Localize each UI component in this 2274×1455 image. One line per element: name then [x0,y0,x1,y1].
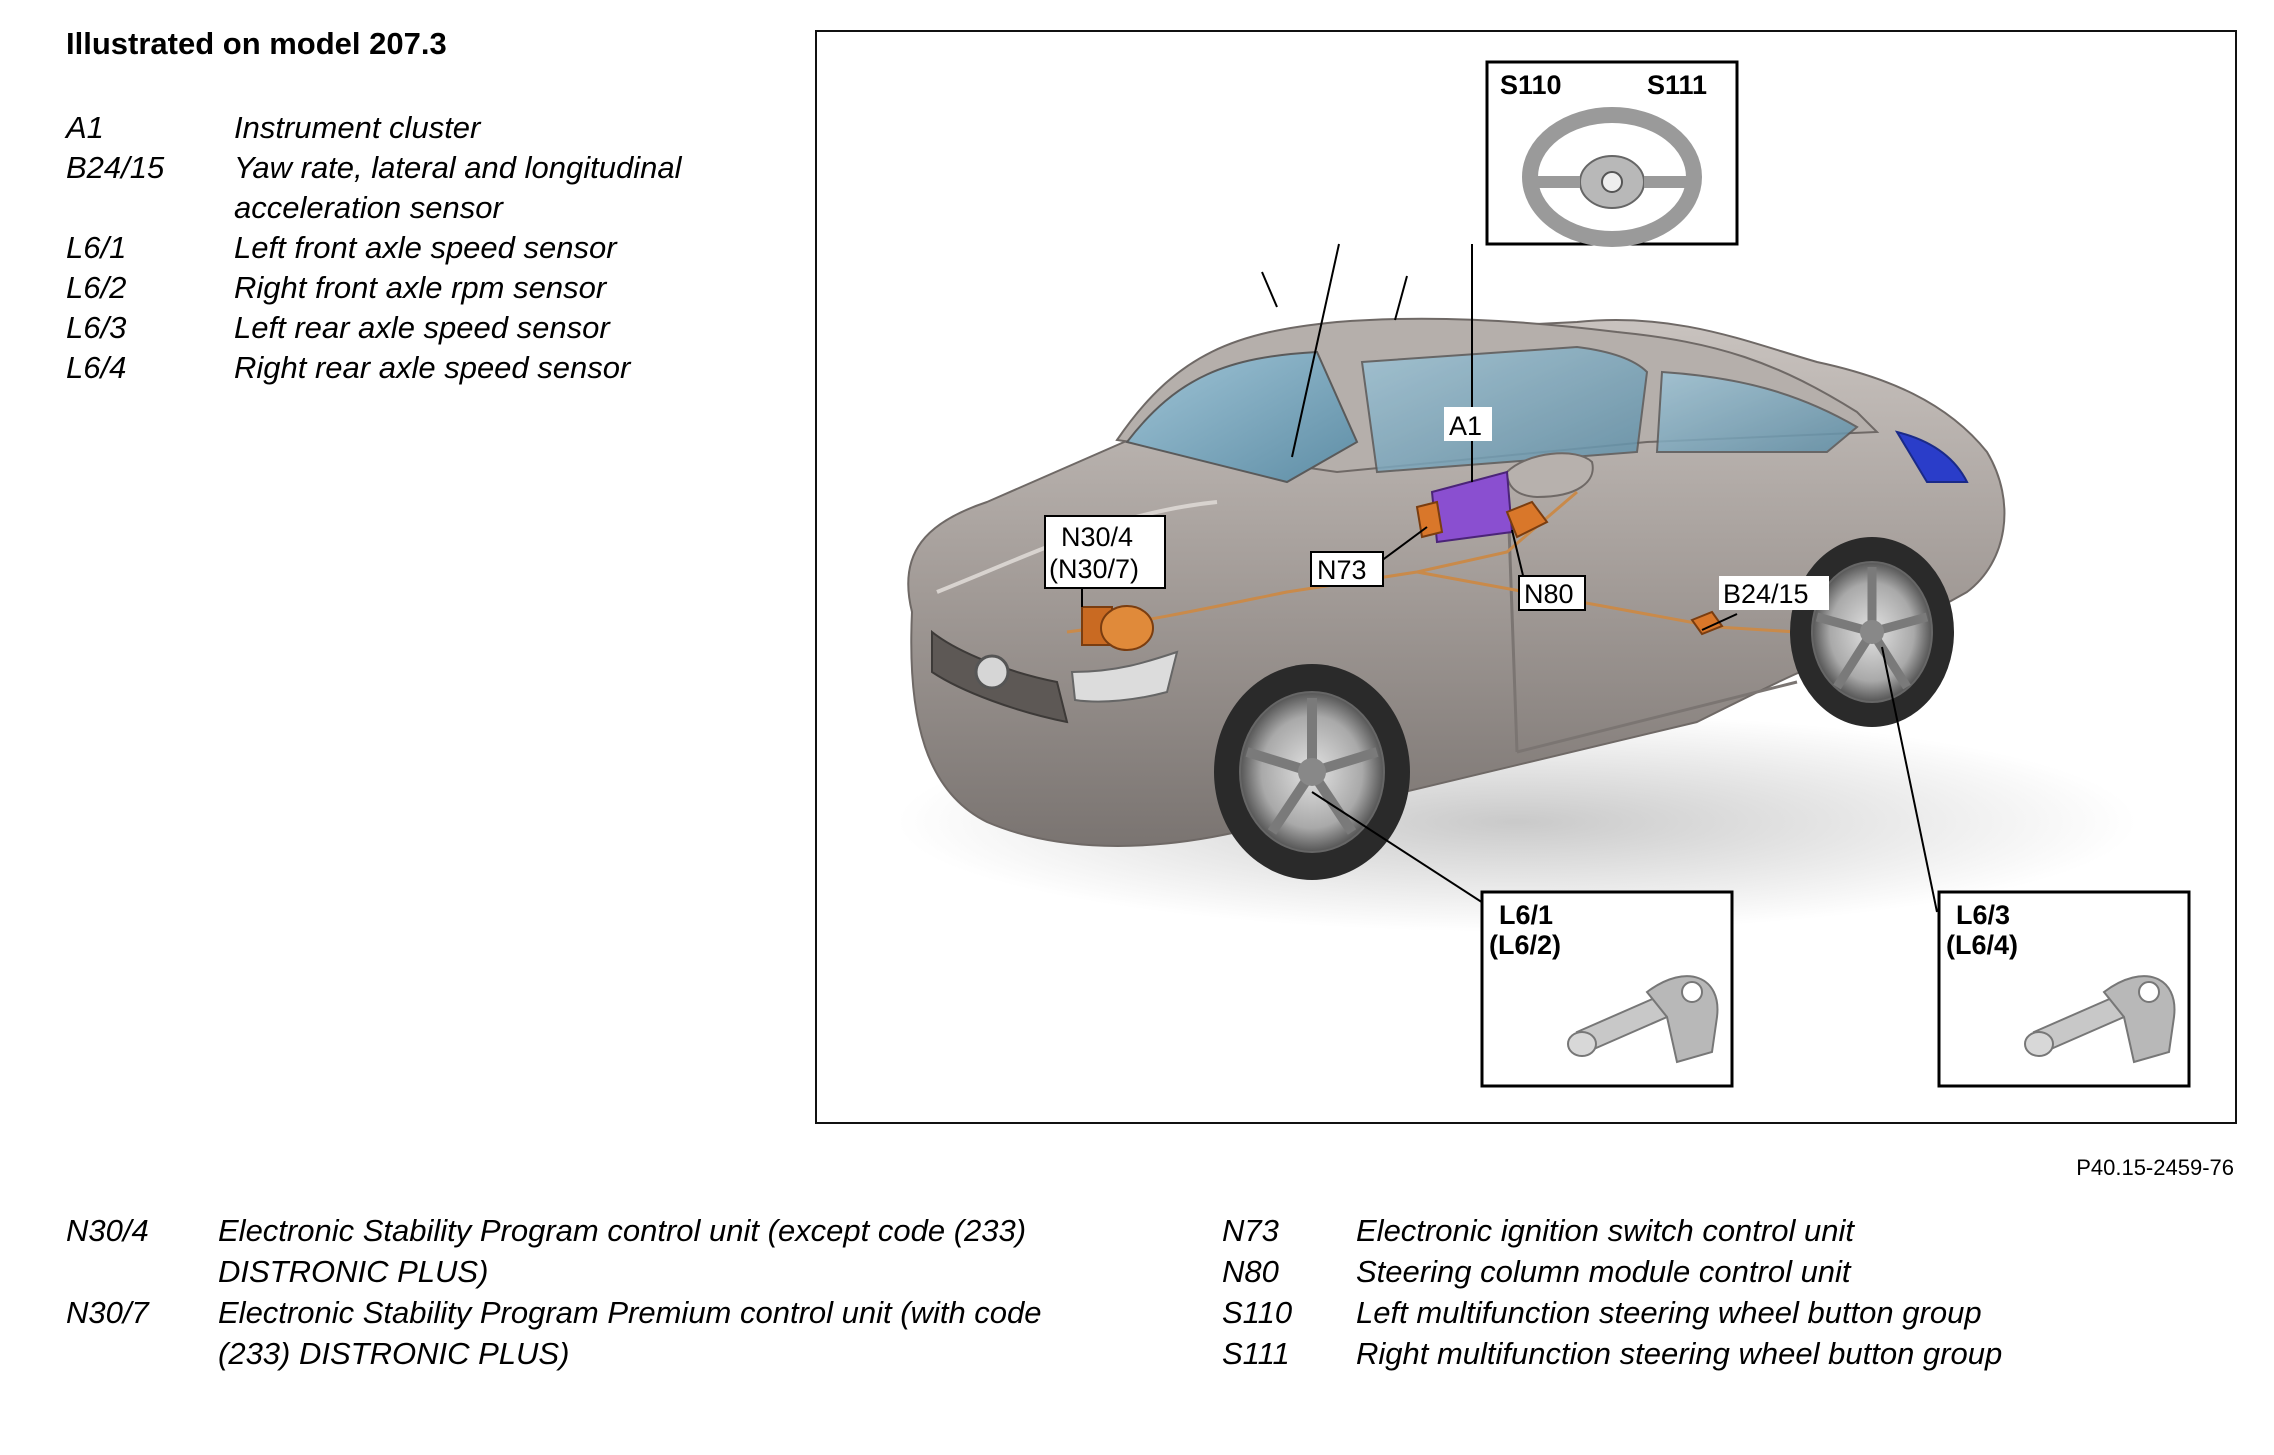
legend-code: N80 [1222,1254,1279,1289]
legend-desc: Left front axle speed sensor [234,230,617,265]
legend-code: L6/2 [66,270,127,305]
steering-wheel-inset [1485,60,1739,247]
legend-code: N30/4 [66,1213,149,1248]
callout-l6-2: (L6/2) [1489,930,1561,960]
star-emblem [974,654,1010,690]
legend-desc: Left rear axle speed sensor [234,310,610,345]
callout-l6-1: L6/1 [1499,900,1553,930]
legend-desc: Right front axle rpm sensor [234,270,607,305]
callout-b24-15: B24/15 [1723,579,1809,609]
side-window-rear [1655,370,1859,453]
legend-item: B24/15 Yaw rate, lateral and longitudina… [66,148,766,228]
legend-item: L6/4 Right rear axle speed sensor [66,348,766,388]
legend-desc: Instrument cluster [234,110,481,145]
legend-desc: Electronic Stability Program control uni… [218,1213,1027,1289]
legend-item: L6/3 Left rear axle speed sensor [66,308,766,348]
legend-code: L6/3 [66,310,127,345]
legend-code: B24/15 [66,150,165,185]
callout-l6-3: L6/3 [1956,900,2010,930]
legend-code: N30/7 [66,1295,149,1330]
figure-frame: S110 S111 A1 N30/4 (N30/7) N73 N80 B24/1… [815,30,2237,1124]
legend-desc: Yaw rate, lateral and longitudinal accel… [234,150,682,225]
legend-desc: Right rear axle speed sensor [234,350,631,385]
callout-s110: S110 [1500,70,1562,100]
callout-s111: S111 [1647,70,1707,100]
legend-item: A1 Instrument cluster [66,108,766,148]
legend-bottom-right: N73 Electronic ignition switch control u… [1222,1210,2222,1374]
legend-desc: Right multifunction steering wheel butto… [1356,1336,2003,1371]
callout-a1-box [1444,407,1492,441]
callout-n30-box [1044,515,1166,589]
legend-item: N30/4 Electronic Stability Program contr… [66,1210,1066,1292]
n80-component [1505,500,1549,539]
legend-desc: Left multifunction steering wheel button… [1356,1295,1982,1330]
callout-b24-box [1719,576,1829,610]
legend-desc: Electronic ignition switch control unit [1356,1213,1854,1248]
legend-code: S111 [1222,1336,1290,1371]
legend-desc: Electronic Stability Program Premium con… [218,1295,1042,1371]
legend-top: A1 Instrument cluster B24/15 Yaw rate, l… [66,108,766,388]
page-title: Illustrated on model 207.3 [66,26,447,61]
callout-n30-7: (N30/7) [1049,554,1139,584]
l6-1-inset [1480,890,1734,1088]
callout-l6-4: (L6/4) [1946,930,2018,960]
callout-n30-4: N30/4 [1061,522,1133,552]
legend-code: L6/4 [66,350,127,385]
callout-n73: N73 [1317,555,1367,585]
headlight [1070,650,1179,703]
callout-n80: N80 [1524,579,1574,609]
b24-15-component [1690,610,1724,636]
legend-desc: Steering column module control unit [1356,1254,1851,1289]
figure-reference: P40.15-2459-76 [2076,1155,2234,1180]
tail-light [1894,430,1969,483]
rear-wheel [1790,537,1954,727]
legend-item: S110 Left multifunction steering wheel b… [1222,1292,2222,1333]
legend-item: N80 Steering column module control unit [1222,1251,2222,1292]
legend-code: A1 [66,110,104,145]
legend-item: N73 Electronic ignition switch control u… [1222,1210,2222,1251]
legend-item: L6/2 Right front axle rpm sensor [66,268,766,308]
callout-n73-box [1310,551,1384,587]
windshield [1125,350,1359,484]
legend-bottom-left: N30/4 Electronic Stability Program contr… [66,1210,1066,1374]
side-window-front [1360,345,1649,474]
legend-item: S111 Right multifunction steering wheel … [1222,1333,2222,1374]
side-mirror [1505,452,1594,499]
callout-n80-box [1518,575,1586,611]
l6-3-inset [1937,890,2191,1088]
legend-item: L6/1 Left front axle speed sensor [66,228,766,268]
callout-a1: A1 [1449,411,1482,441]
n30-4-component [1081,605,1154,651]
legend-code: L6/1 [66,230,127,265]
legend-code: S110 [1222,1295,1293,1330]
legend-item: N30/7 Electronic Stability Program Premi… [66,1292,1066,1374]
front-wheel [1214,664,1410,880]
car-illustration: S110 S111 A1 N30/4 (N30/7) N73 N80 B24/1… [897,60,2191,1088]
legend-code: N73 [1222,1213,1279,1248]
